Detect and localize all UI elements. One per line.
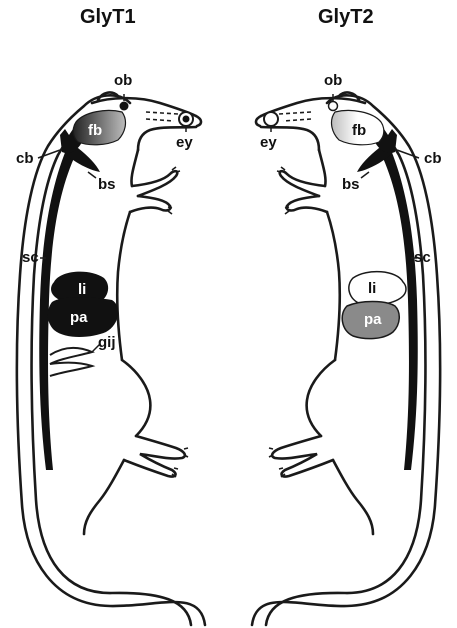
glyt1-label-ey: ey — [176, 134, 193, 151]
glyt1-label-fb: fb — [88, 122, 102, 139]
glyt2-label-sc: sc — [414, 249, 431, 266]
glyt2-eye — [264, 112, 278, 126]
glyt1-label-pa: pa — [70, 309, 88, 326]
glyt2-label-cb: cb — [424, 150, 442, 167]
glyt2-label-pa: pa — [364, 311, 382, 328]
glyt1-rat — [17, 93, 205, 625]
glyt2-label-ob: ob — [324, 72, 342, 89]
glyt1-label-ob: ob — [114, 72, 132, 89]
glyt1-label-gij: gij — [98, 334, 116, 351]
glyt2-olfactory-bulb — [329, 102, 338, 111]
glyt2-label-fb: fb — [352, 122, 366, 139]
glyt1-gij — [50, 348, 92, 376]
glyt2-label-ey: ey — [260, 134, 277, 151]
glyt1-olfactory-bulb — [120, 102, 129, 111]
glyt1-label-li: li — [78, 281, 86, 298]
glyt1-label-bs: bs — [98, 176, 116, 193]
glyt2-label-li: li — [368, 280, 376, 297]
glyt1-label-cb: cb — [16, 150, 34, 167]
glyt2-liver — [349, 272, 406, 305]
glyt1-label-sc: sc — [22, 249, 39, 266]
glyt2-rat — [252, 93, 440, 625]
glyt2-label-bs: bs — [342, 176, 360, 193]
